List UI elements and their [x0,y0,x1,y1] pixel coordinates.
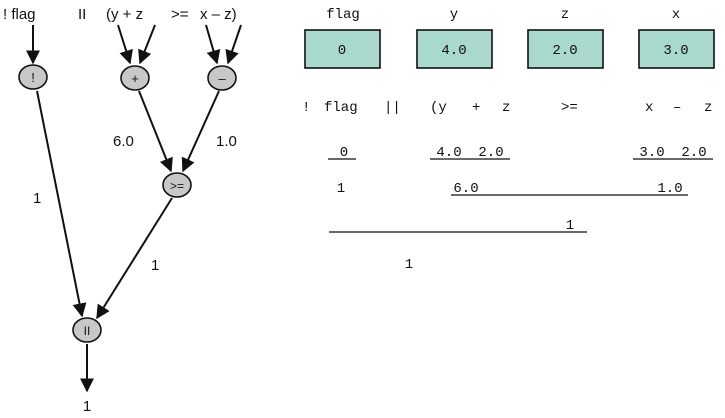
token-z1: z [502,100,510,116]
step2-diff-value: 1.0 [657,181,682,197]
value-box-flag [304,29,381,69]
value-box-y [416,29,493,69]
node-not: ! [18,64,48,90]
variable-name-y: y [450,7,458,23]
variable-name-z: z [561,7,569,23]
step4-or-value: 1 [405,257,413,273]
node-or-label: II [84,324,91,338]
node-not-label: ! [31,70,35,85]
node-or: II [72,317,102,343]
variable-y: y 4.0 [416,7,493,69]
node-minus: – [207,65,237,91]
variable-value-flag: 0 [338,43,346,59]
node-plus-label: + [131,71,139,86]
edge-value-ge: 1 [151,257,159,274]
step1-flag-value: 0 [340,145,348,161]
edge-not-to-or [36,90,87,318]
variable-value-x: 3.0 [663,43,688,59]
step3-ge-value: 1 [566,218,574,234]
final-result: 1 [83,398,91,415]
step1-y-z-values: 4.0 2.0 [436,145,503,161]
expression-line: ! flag || (y + z >= x – z [302,100,712,116]
edge-z-to-minus [225,24,242,65]
token-minus: – [673,100,681,116]
edge-plus-to-ge [138,90,173,173]
token-not: ! [302,100,310,116]
variable-table: flag 0 y 4.0 z 2.0 x 3.0 [304,7,715,69]
edge-x-to-minus [205,24,221,65]
token-x: x [645,100,653,116]
edge-z-to-plus [138,24,156,65]
expr-ge: >= [171,6,189,23]
variable-z: z 2.0 [527,7,604,69]
value-box-z [527,29,604,69]
evaluation-steps: ! flag || (y + z >= x – z 0 4.0 2.0 3.0 … [302,100,713,273]
expr-or: II [78,6,86,23]
value-box-x [638,29,715,69]
expr-y-plus-z: (y + z [106,6,143,23]
expr-x-minus-z: x – z) [200,6,237,23]
node-ge-label: >= [170,179,184,193]
token-open-y: (y [430,100,447,116]
expr-not-flag: ! flag [3,6,36,23]
variable-flag: flag 0 [304,7,381,69]
token-flag: flag [324,100,358,116]
variable-value-y: 4.0 [441,43,466,59]
edge-value-minus: 1.0 [216,133,237,150]
variable-x: x 3.0 [638,7,715,69]
node-ge: >= [162,172,192,198]
variable-name-x: x [672,7,680,23]
edge-value-plus: 6.0 [113,133,134,150]
edge-value-not: 1 [33,190,41,207]
edge-y-to-plus [117,24,133,65]
token-ge: >= [561,100,578,116]
node-minus-label: – [218,71,226,86]
token-z2: z [704,100,712,116]
variable-value-z: 2.0 [552,43,577,59]
expression-tree: ! flag II (y + z >= x – z) ! + – [3,6,242,415]
edge-minus-to-ge [181,90,220,173]
token-or: || [384,100,401,116]
step2-sum-value: 6.0 [453,181,478,197]
edge-ge-to-or [96,197,173,320]
step2-not-value: 1 [337,181,345,197]
token-plus: + [472,100,480,116]
node-plus: + [120,65,150,91]
variable-name-flag: flag [326,7,360,23]
step1-x-z-values: 3.0 2.0 [639,145,706,161]
